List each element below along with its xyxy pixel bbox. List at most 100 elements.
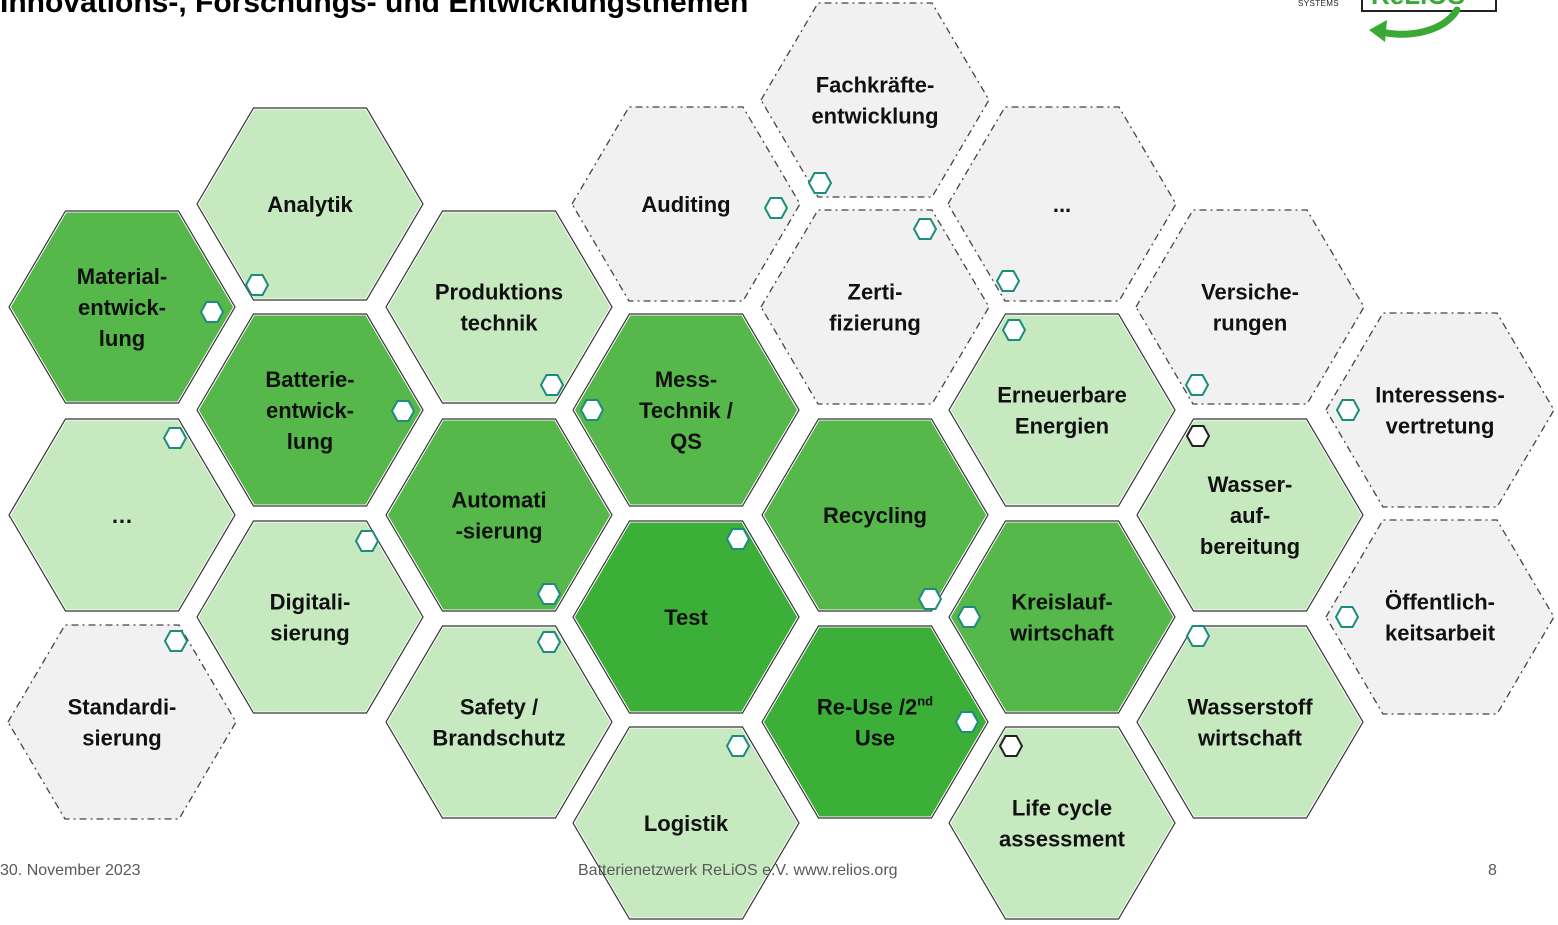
hexagon-label-line: keitsarbeit	[1385, 621, 1496, 646]
hexagon-messtechnik-qs: Mess-Technik /QS	[569, 310, 803, 510]
hexagon-outline	[8, 210, 236, 404]
mini-hexagon-icon	[539, 374, 565, 396]
hexagon-label-line: wirtschaft	[1009, 621, 1115, 646]
hexagon-label-line: auf-	[1230, 503, 1270, 528]
hexagon-label-line: bereitung	[1200, 534, 1300, 559]
hexagon-shape	[193, 104, 427, 304]
hexagon-outline	[385, 625, 613, 819]
hexagon-outline	[572, 520, 800, 714]
hexagon-label-line: sierung	[82, 726, 161, 751]
page-title: Innovations-, Forschungs- und Entwicklun…	[0, 0, 749, 19]
hexagon-shape	[571, 106, 801, 302]
hexagon-label-line: Produktions	[435, 280, 563, 305]
hexagon-automatisierung: Automati-sierung	[382, 415, 616, 615]
hexagon-outline	[196, 313, 424, 507]
hexagon-outline	[196, 107, 424, 301]
hexagon-fachkraefteentwicklung: Fachkräfte-entwicklung	[760, 2, 990, 198]
hexagon-outline	[948, 520, 1176, 714]
mini-hexagon-icon	[917, 588, 943, 610]
hexagon-label-line: Digitali-	[270, 590, 351, 615]
hexagon-label-line: Energien	[1015, 414, 1109, 439]
hexagon-produktionstechnik: Produktions technik	[382, 207, 616, 407]
hexagon-analytik: Analytik	[193, 104, 427, 304]
hexagon-logistik: Logistik	[569, 723, 803, 923]
hexagon-label-line: Test	[664, 605, 708, 630]
mini-hexagon-icon	[1185, 425, 1211, 447]
hexagon-shape	[569, 517, 803, 717]
hexagon-label-line: Recycling	[823, 503, 927, 528]
hexagon-shape	[760, 2, 990, 198]
hexagon-label-line: lung	[99, 326, 145, 351]
mini-hexagon-icon	[390, 400, 416, 422]
hexagon-label-line: Standardi-	[68, 695, 177, 720]
logo-arrow-icon	[1369, 6, 1461, 42]
mini-hexagon-icon	[536, 583, 562, 605]
mini-hexagon-icon	[1184, 374, 1210, 396]
hexagon-wasseraufbereitung: Wasser-auf-bereitung	[1133, 415, 1367, 615]
mini-hexagon-icon	[1001, 319, 1027, 341]
hexagon-outline	[948, 726, 1176, 920]
mini-hexagon-icon	[162, 427, 188, 449]
hexagon-shape	[569, 723, 803, 923]
hexagon-label-line: QS	[670, 429, 702, 454]
hexagon-shape	[758, 415, 992, 615]
hexagon-label-line: lung	[287, 429, 333, 454]
mini-hexagon-icon	[725, 735, 751, 757]
hexagon-materialentwicklung: Material-entwick-lung	[5, 207, 239, 407]
hexagon-label-line: Erneuerbare	[997, 383, 1127, 408]
hexagon-outline	[572, 313, 800, 507]
footer-date: 30. November 2023	[0, 862, 141, 879]
hexagon-label-line: assessment	[999, 827, 1126, 852]
hexagon-label-line: Use	[855, 726, 895, 751]
hexagon-label-line: Re-Use /2nd	[817, 694, 933, 720]
hexagon-test: Test	[569, 517, 803, 717]
hexagon-safety-brandschutz: Safety / Brandschutz	[382, 622, 616, 822]
hexagon-shape	[1325, 312, 1555, 508]
hexagon-zertifizierung: Zerti-fizierung	[760, 209, 990, 405]
hexagon-outline	[572, 726, 800, 920]
hexagon-outline	[385, 418, 613, 612]
hexagon-outline	[8, 418, 236, 612]
mini-hexagon-icon	[763, 197, 789, 219]
hexagon-label-line: technik	[460, 311, 538, 336]
mini-hexagon-icon	[954, 711, 980, 733]
hexagon-label-line: ...	[1053, 192, 1071, 217]
hexagon-outline	[761, 418, 989, 612]
mini-hexagon-icon	[163, 630, 189, 652]
hexagon-label-line: Safety /	[460, 695, 538, 720]
hexagon-label-line: Auditing	[641, 192, 730, 217]
hexagon-shape	[382, 207, 616, 407]
hexagon-outline	[1136, 418, 1364, 612]
hexagon-label-line: Öffentlich-	[1385, 590, 1495, 615]
hexagon-shape	[382, 415, 616, 615]
hexagon-label-line: entwicklung	[811, 104, 938, 129]
hexagon-label-line: Brandschutz	[432, 726, 565, 751]
hexagon-digitalisierung: Digitali-sierung	[193, 517, 427, 717]
hexagon-label-line: Zerti-	[848, 280, 903, 305]
hexagon-shape	[945, 723, 1179, 923]
hexagon-shape	[1135, 209, 1365, 405]
hexagon-label-line: Analytik	[267, 192, 353, 217]
hexagon-shape	[5, 207, 239, 407]
hexagon-oeffentlichkeitsarbeit: Öffentlich-keitsarbeit	[1325, 519, 1555, 715]
hexagon-label-line: Life cycle	[1012, 796, 1112, 821]
hexagon-life-cycle-assessment: Life cycle assessment	[945, 723, 1179, 923]
hexagon-label-line: Wasserstoff	[1187, 695, 1313, 720]
hexagon-label-line: Automati	[451, 488, 546, 513]
hexagon-label-line: sierung	[270, 621, 349, 646]
hexagon-auditing: Auditing	[571, 106, 801, 302]
mini-hexagon-icon	[1334, 606, 1360, 628]
hexagon-label-line: Interessens-	[1375, 383, 1505, 408]
hexagon-shape	[1133, 622, 1367, 822]
hexagon-label-superscript: nd	[917, 694, 933, 709]
hexagon-label-line: Versiche-	[1201, 280, 1299, 305]
hexagon-label-line: Fachkräfte-	[816, 73, 935, 98]
hexagon-label-line: Kreislauf-	[1011, 590, 1112, 615]
hexagon-standardisierung: Standardi-sierung	[7, 624, 237, 820]
hexagon-shape	[1325, 519, 1555, 715]
footer-page-number: 8	[1488, 862, 1497, 879]
mini-hexagon-icon	[956, 606, 982, 628]
